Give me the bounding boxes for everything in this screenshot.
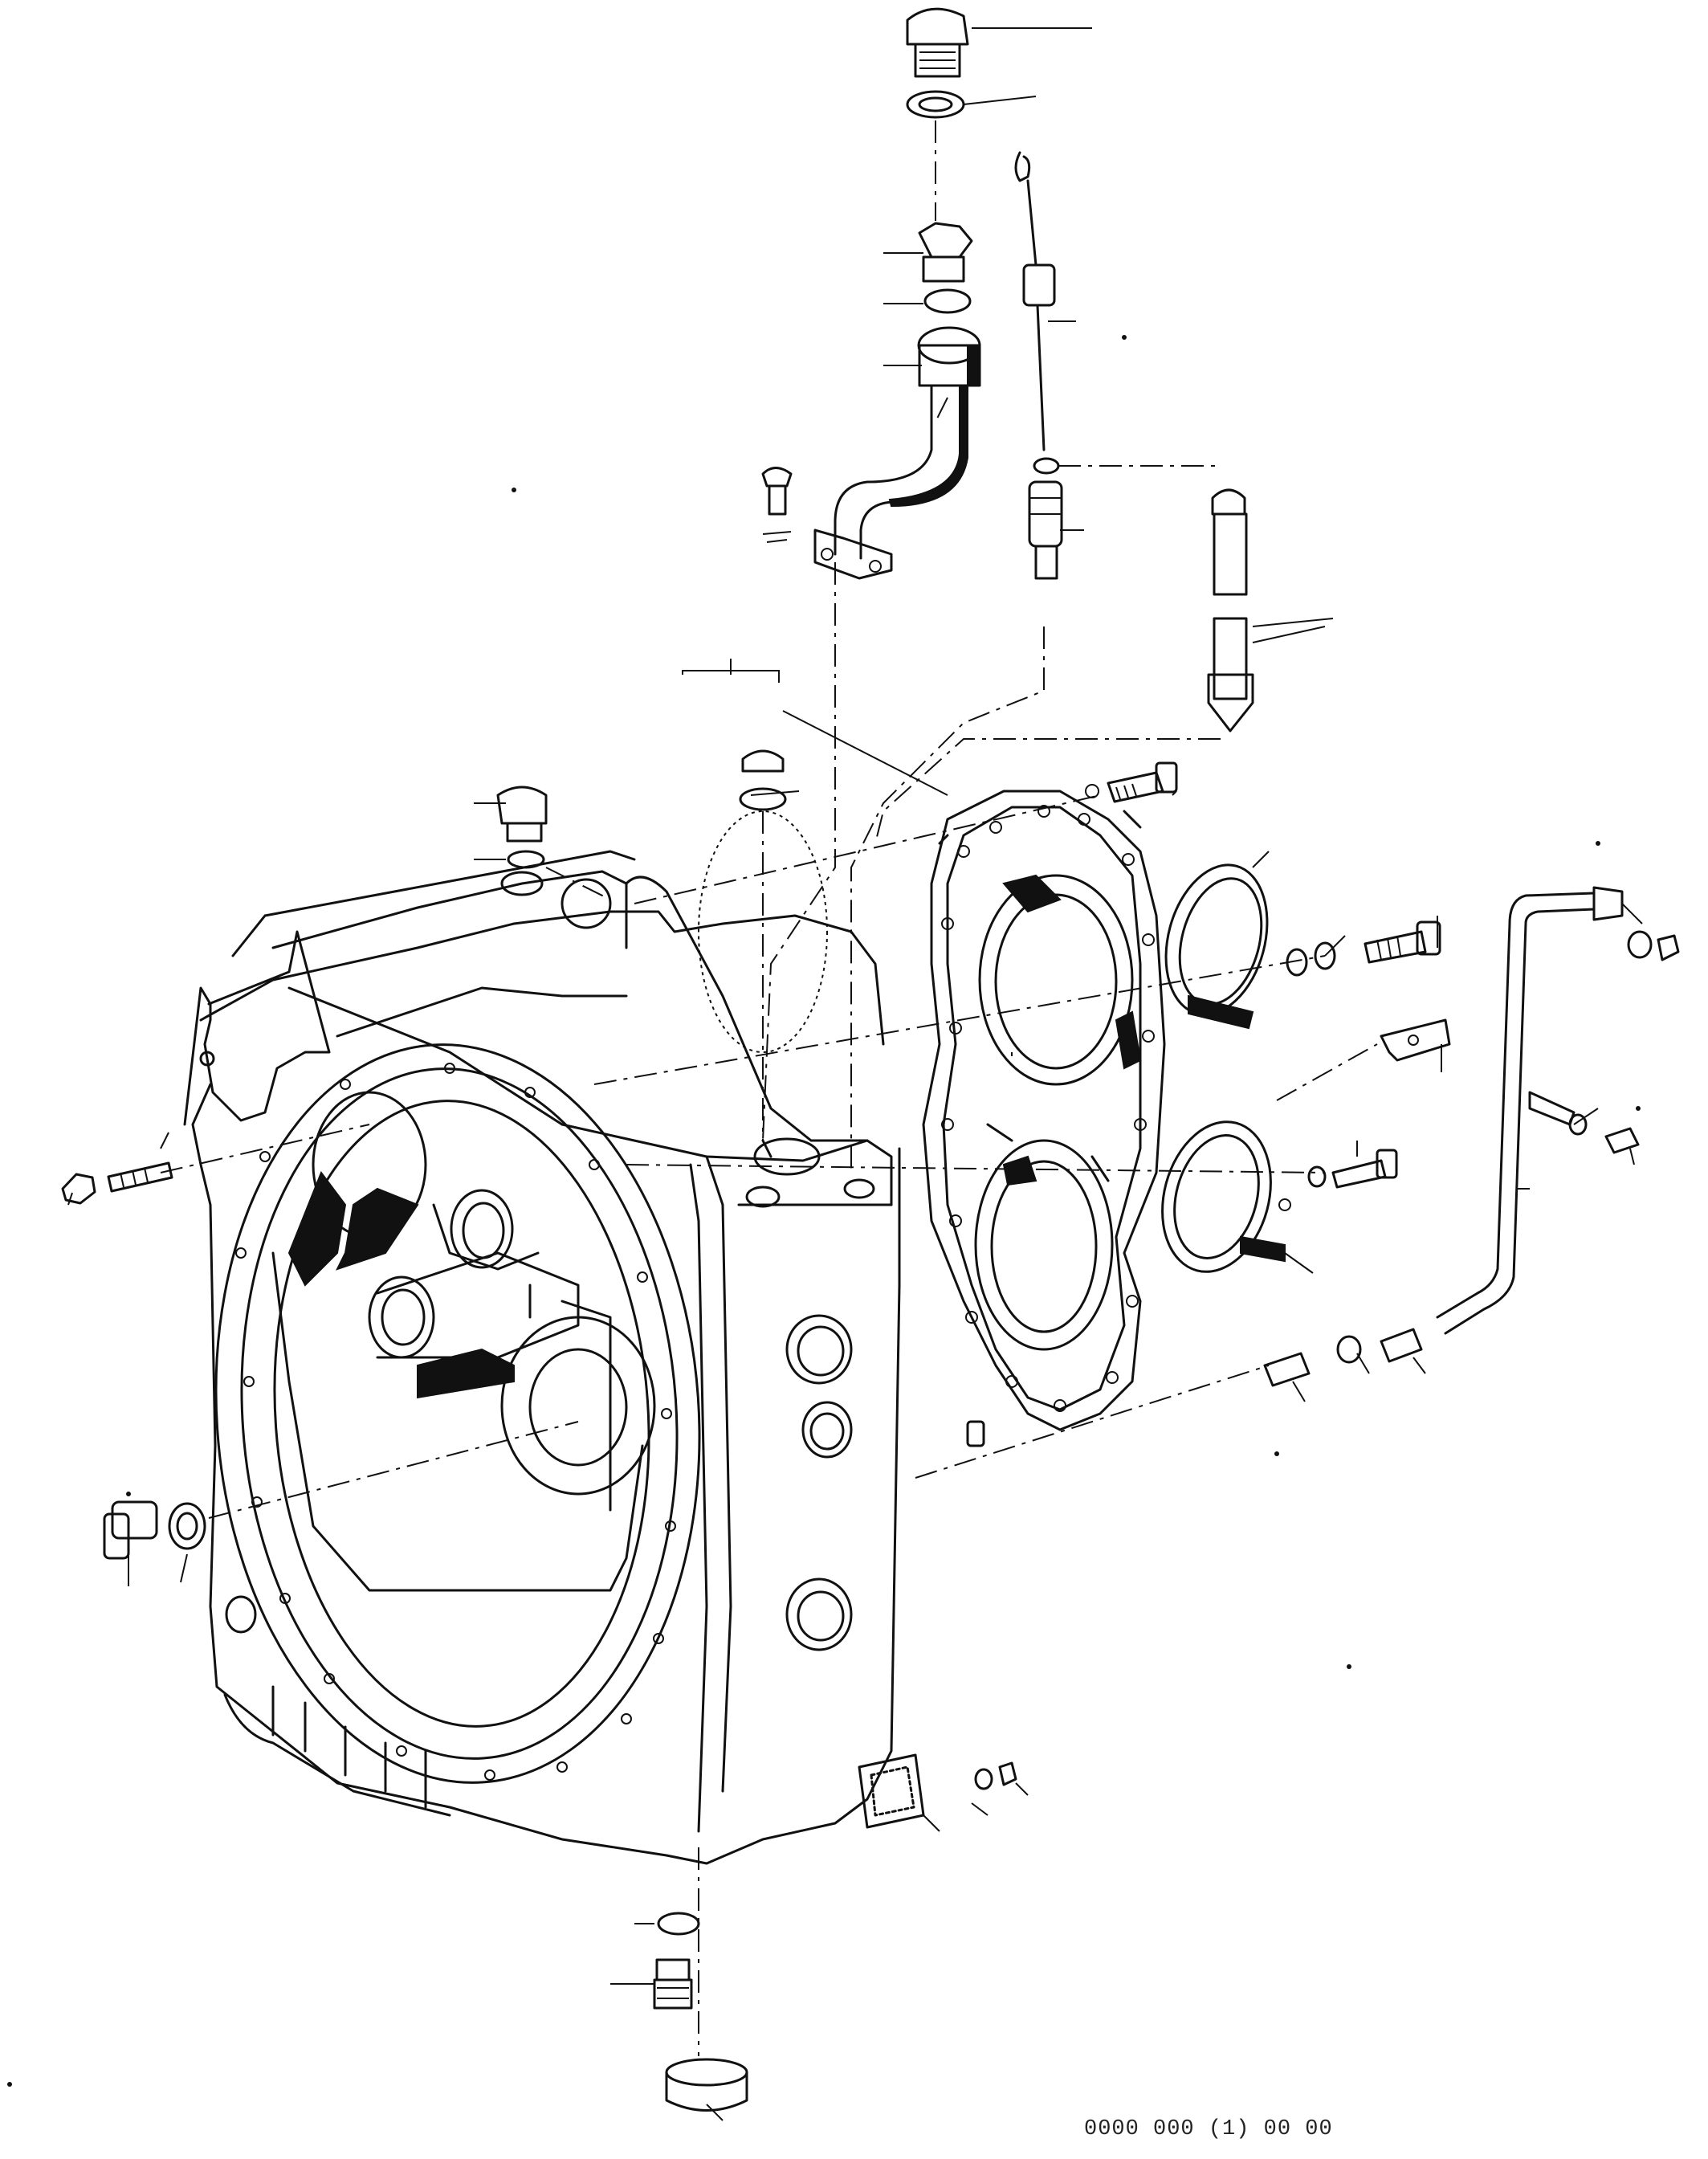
tube-pair-part xyxy=(1207,488,1254,733)
left-stud-part xyxy=(61,1161,173,1205)
flange-bolt-holes xyxy=(235,1063,676,1781)
drain-plug-part xyxy=(103,1500,206,1560)
hex-plug-part xyxy=(918,222,973,314)
plate-bolt-holes xyxy=(941,805,1155,1412)
seal-ring-part xyxy=(1164,863,1269,1030)
vent-plug-part xyxy=(496,786,548,869)
dowel-part xyxy=(966,1420,985,1447)
filler-elbow-part xyxy=(813,326,981,580)
transmission-housing xyxy=(183,850,901,1865)
clip-part xyxy=(1528,1091,1640,1154)
gasket-ring xyxy=(698,810,828,1053)
leader-lines xyxy=(67,27,1643,2121)
dipstick-part xyxy=(1014,151,1060,475)
scan-specks xyxy=(7,335,1641,2087)
center-lines xyxy=(160,120,1378,2056)
upper-bolt-part xyxy=(1085,761,1178,803)
drawing-reference-code: 0000 000 (1) 00 00 xyxy=(1084,2117,1333,2141)
bracket-part xyxy=(1380,1018,1451,1062)
pipe-part xyxy=(1263,886,1680,1387)
screw-top-part xyxy=(761,467,793,543)
cap-assembly xyxy=(906,7,969,119)
bearing-cover-part xyxy=(1161,1120,1291,1273)
bottom-parts xyxy=(653,1912,748,2112)
breather-part xyxy=(739,749,787,811)
lower-bolt-part xyxy=(1307,1149,1398,1189)
right-bolt-part xyxy=(1286,920,1441,977)
sleeve-part xyxy=(1028,480,1063,580)
bearing-plate xyxy=(922,790,1166,1431)
